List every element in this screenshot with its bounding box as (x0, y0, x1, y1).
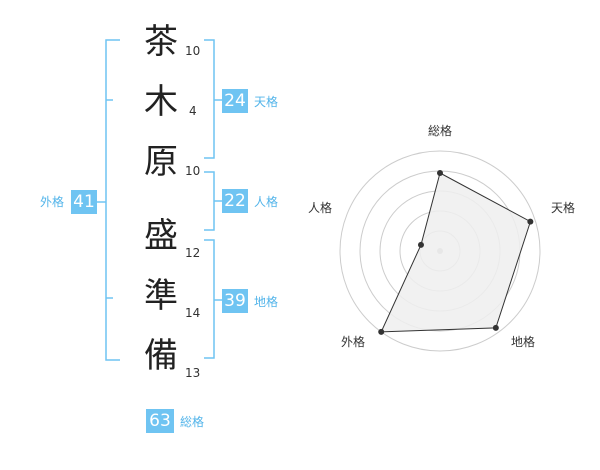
name-char-1: 茶 (144, 22, 178, 62)
radar-polygon (380, 172, 532, 333)
soukaku-label: 総格 (180, 415, 205, 429)
name-char-6: 備 (144, 336, 178, 376)
soukaku-score: 63 (146, 409, 174, 433)
chikaku-score: 39 (222, 289, 248, 313)
radar-axis-gaikaku: 外格 (341, 335, 366, 349)
tenkaku-label: 天格 (254, 95, 279, 109)
stroke-count-5: 14 (185, 306, 201, 320)
name-char-3: 原 (144, 142, 178, 182)
radar-point-3 (492, 324, 499, 331)
gaikaku-label: 外格 (40, 195, 65, 209)
radar-ring (339, 150, 541, 352)
radar-point-1 (437, 170, 443, 176)
radar-axis-soukaku: 総格 (428, 124, 453, 138)
jinkaku-score: 22 (222, 189, 248, 213)
radar-point-5 (417, 241, 424, 248)
radar-axis-tenkaku: 天格 (551, 201, 576, 215)
tenkaku-score: 24 (222, 89, 248, 113)
radar-point-2 (527, 218, 534, 225)
stroke-count-3: 10 (185, 164, 201, 178)
stroke-count-1: 10 (185, 44, 201, 58)
name-char-4: 盛 (144, 216, 178, 256)
stroke-count-4: 12 (185, 246, 201, 260)
chikaku-label: 地格 (254, 295, 279, 309)
radar-axis-jinkaku: 人格 (308, 201, 333, 215)
stroke-count-2: 4 (189, 104, 197, 118)
gaikaku-score: 41 (71, 190, 97, 214)
stroke-count-6: 13 (185, 366, 201, 380)
name-char-5: 準 (144, 276, 178, 316)
radar-points (378, 170, 534, 335)
chikaku-bracket (204, 239, 215, 359)
tenkaku-bracket (204, 39, 215, 159)
gaikaku-bracket (105, 39, 120, 361)
jinkaku-label: 人格 (254, 195, 279, 209)
radar-point-4 (378, 328, 385, 335)
radar-axis-chikaku: 地格 (511, 335, 536, 349)
name-char-2: 木 (144, 82, 178, 122)
